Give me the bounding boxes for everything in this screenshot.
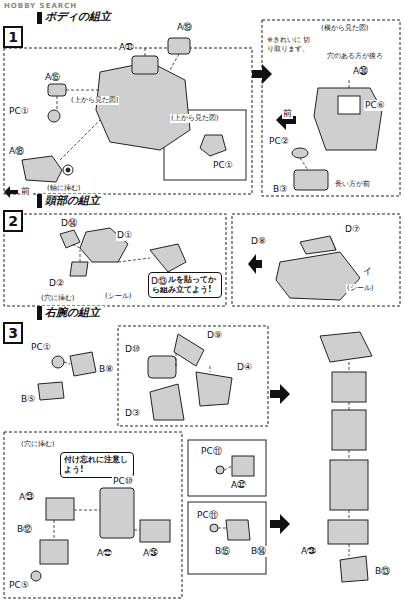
part-number: A㉒ [96,548,113,559]
part-number: PC⑪ [196,510,219,521]
note-text: (穴に挿む) [40,294,75,303]
note-text: (穴に挿む) [20,440,55,449]
part-number: A㉚ [352,66,369,77]
part-number: PC① [8,106,30,117]
part-number: B⑫ [16,524,33,535]
part-number: PC⑤ [8,580,30,591]
part-number: D① [116,230,133,241]
step-number: 2 [3,210,23,232]
note-box: 付け忘れに注意しよう! [60,452,134,478]
note-text: (上から見た図) [170,114,219,123]
part-number: D⑦ [344,224,361,235]
step-title: 右腕の組立 [37,306,104,320]
part-number: D⑩ [124,344,141,355]
step-title: 頭部の組立 [37,194,104,208]
part-number: イ [362,266,373,277]
step-header: 3 右腕の組立 [3,306,143,342]
part-number: D⑨ [206,330,223,341]
part-number: 前 [282,108,293,119]
part-number: PC⑩ [112,476,134,487]
watermark: HOBBY SEARCH [3,1,78,12]
part-number: PC① [30,342,52,353]
note-text: (シール) [346,284,374,293]
step-header: 1 ボディの組立 [3,10,143,46]
part-number: D④ [236,362,253,373]
part-number: D⑧ [250,236,267,247]
note-text: (シール) [104,292,132,301]
part-number: A⑮ [44,72,61,83]
part-number: 前 [20,186,31,197]
part-number: B⑭ [250,546,267,557]
part-number: D③ [124,408,141,419]
part-number: PC⑥ [364,100,386,111]
part-number: B③ [272,184,288,195]
part-number: A⑲ [176,22,193,33]
note-text: (横から見た図) [320,24,369,33]
part-number: A㉜ [230,480,247,491]
note-text: ※きれいに 切り取ります。 [266,36,316,54]
part-number: PC② [268,136,290,147]
part-number: A㉖ [142,548,159,559]
note-text: 付け忘れに注意しよう! [64,455,130,475]
part-number: D⑭ [60,218,78,229]
note-text: 穴のある方が後ろ [326,52,384,61]
part-number: D⑬ [150,276,168,287]
part-number: B⑤ [20,394,36,405]
part-number: D② [48,278,65,289]
part-number: B⑮ [214,546,231,557]
step-number: 3 [3,322,23,344]
part-number: A㉛ [118,42,135,53]
part-number: B⑬ [374,566,391,577]
step-number: 1 [3,26,23,48]
step-title: ボディの組立 [37,10,115,24]
part-number: PC① [212,160,234,171]
note-text: (上から見た図) [70,96,119,105]
note-text: (軸に挿む) [46,184,81,193]
note-text: 長い方が前 [334,180,371,189]
part-number: B⑧ [98,364,114,375]
part-number: A㉓ [18,492,35,503]
part-number: PC⑪ [200,446,223,457]
part-number: A㉘ [300,546,317,557]
part-number: A⑱ [8,146,25,157]
